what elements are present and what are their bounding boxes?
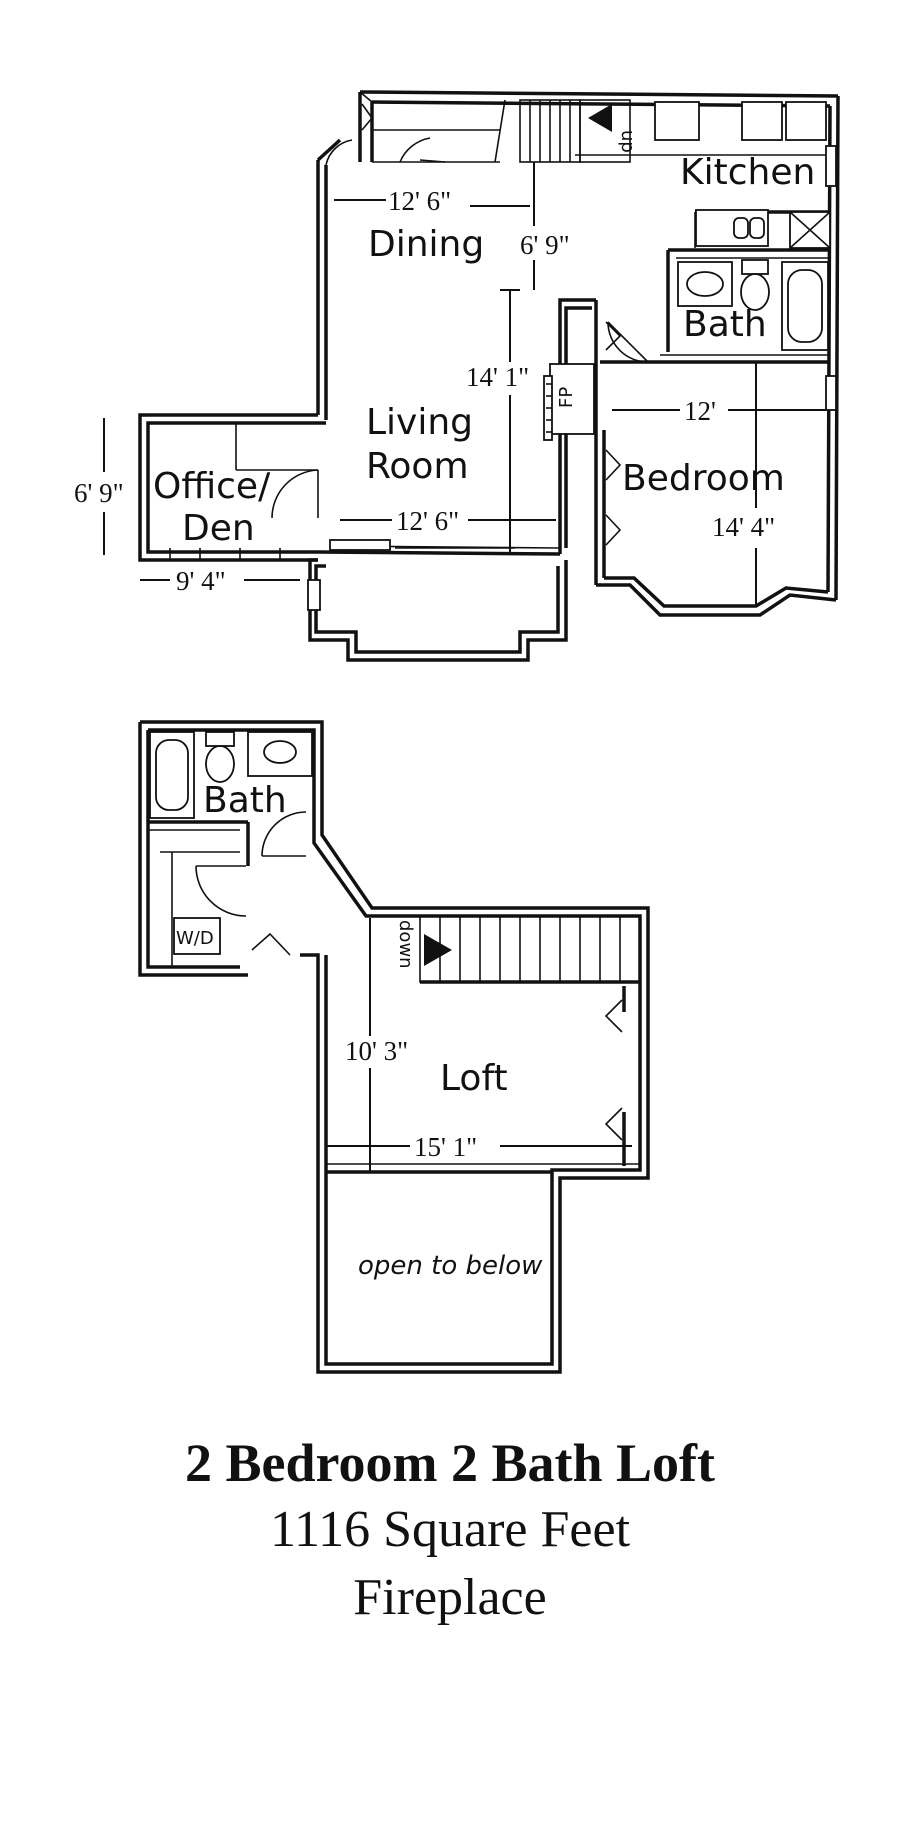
kitchen-label: Kitchen — [680, 152, 815, 193]
stairs-down-label: down — [395, 920, 416, 969]
square-footage: 1116 Square Feet — [269, 1501, 631, 1558]
office-den-label-line2: Den — [182, 508, 255, 549]
open-to-below-label: open to below — [358, 1251, 543, 1281]
main-stairs: up — [494, 99, 638, 163]
office-depth-dimension: 6' 9" — [74, 478, 124, 508]
main-level-plan: up — [74, 90, 840, 662]
living-depth-dimension: 14' 1" — [466, 362, 529, 392]
office-width-dimension: 9' 4" — [176, 566, 226, 596]
dining-label: Dining — [368, 224, 484, 265]
loft-dimension-lines — [326, 918, 632, 1172]
office-den-label-line1: Office/ — [153, 466, 271, 507]
main-bath-fixtures — [677, 259, 829, 351]
main-dimension-lines — [103, 162, 826, 606]
loft-bath-label: Bath — [203, 780, 287, 821]
stairs-up-arrow-icon — [588, 104, 612, 132]
kitchen-fixtures — [654, 101, 837, 249]
floor-plan-title: 2 Bedroom 2 Bath Loft — [184, 1433, 715, 1493]
bedroom-label: Bedroom — [622, 458, 785, 499]
loft-bath-fixtures — [149, 731, 313, 819]
fireplace-label: FP — [556, 387, 577, 408]
living-width-dimension: 12' 6" — [396, 506, 459, 536]
bedroom-depth-dimension: 14' 4" — [712, 512, 775, 542]
fireplace: FP — [543, 363, 595, 441]
bedroom-width-dimension: 12' — [684, 396, 716, 426]
feature-fireplace: Fireplace — [353, 1569, 547, 1626]
loft-label: Loft — [440, 1058, 508, 1099]
living-room-label-line1: Living — [366, 402, 473, 443]
dining-width-dimension: 12' 6" — [388, 186, 451, 216]
dining-depth-dimension: 6' 9" — [520, 230, 570, 260]
main-bath-label: Bath — [683, 304, 767, 345]
stairs-down-arrow-icon — [424, 934, 452, 966]
washer-dryer: W/D — [173, 917, 221, 955]
loft-depth-dimension: 10' 3" — [345, 1036, 408, 1066]
washer-dryer-label: W/D — [176, 928, 214, 949]
loft-width-dimension: 15' 1" — [414, 1132, 477, 1162]
living-room-label-line2: Room — [366, 446, 469, 487]
loft-stairs: down — [395, 915, 641, 984]
loft-level-plan: W/D down Bath Loft open t — [138, 720, 650, 1374]
stairs-up-label: up — [617, 130, 638, 153]
loft-level-walls — [138, 720, 650, 1374]
